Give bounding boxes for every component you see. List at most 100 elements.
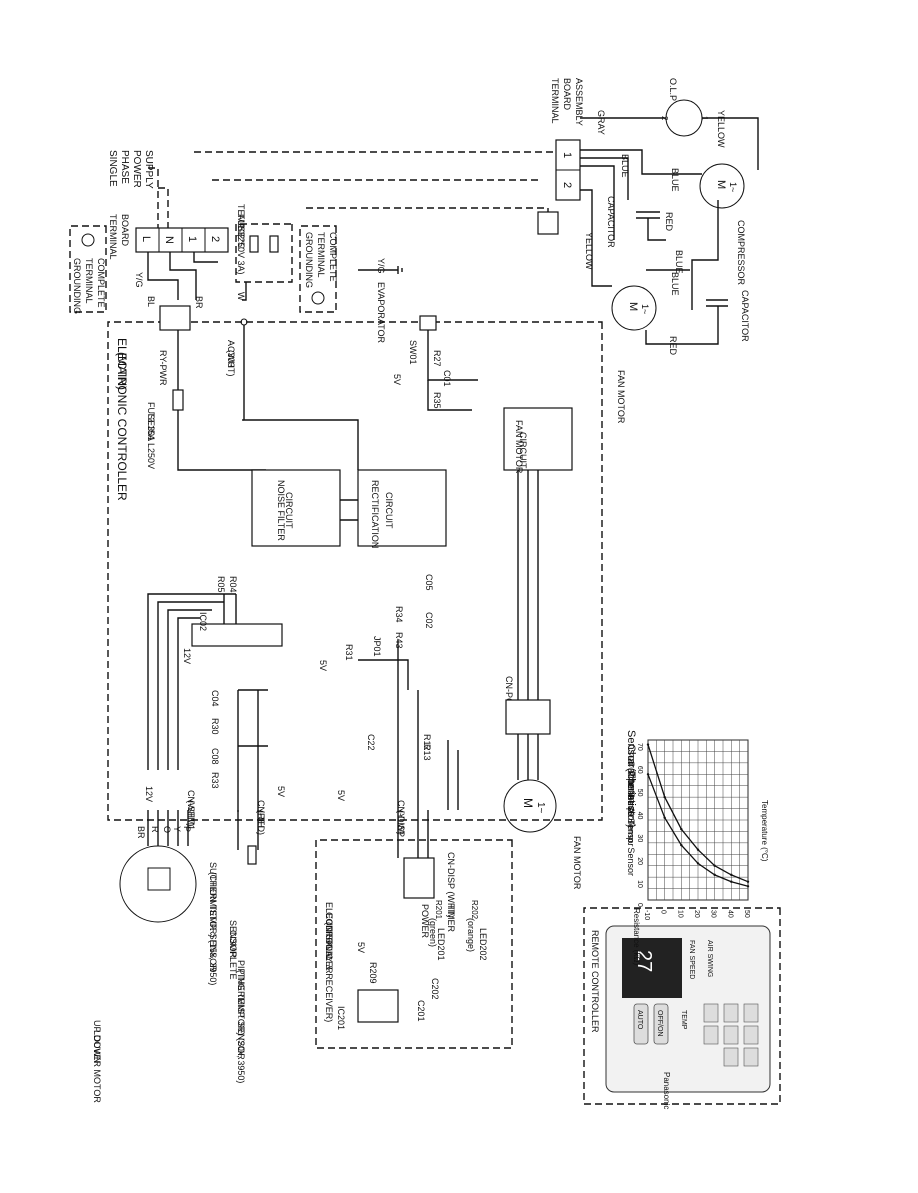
r13-label: R13 bbox=[422, 744, 432, 761]
piping-label-2: (THERMISTOR) (20k, 3950) bbox=[236, 970, 246, 1083]
timer-label: TIMER bbox=[446, 904, 456, 932]
compressor-motor bbox=[699, 163, 745, 209]
ic02-12v: 12V bbox=[182, 648, 192, 664]
indoor-fan-1tilde: 1~ bbox=[535, 802, 546, 814]
power-supply-area: SINGLE PHASE POWER SUPPLY L N 1 2 TERMIN… bbox=[107, 150, 564, 309]
cn-stm1-12v: 12V bbox=[144, 786, 154, 802]
evap-yg: Y/G bbox=[376, 258, 386, 274]
term-l: L bbox=[140, 236, 152, 242]
grounding-right-label-2: TERMINAL bbox=[316, 232, 326, 278]
louver-label-1: UP DOWN bbox=[92, 1020, 102, 1063]
fuse-rating: T3.15A L250V bbox=[146, 412, 156, 469]
x-tick-label: 20 bbox=[693, 910, 700, 918]
noise-filter-circuit bbox=[251, 469, 341, 547]
rectification-circuit bbox=[357, 469, 447, 547]
series-point bbox=[730, 880, 733, 883]
timer-orange: (orange) bbox=[466, 918, 476, 952]
supply-label-3: POWER bbox=[131, 150, 142, 188]
temp-fuse-label-2: FUSE bbox=[236, 214, 246, 238]
led201-label: LED201 bbox=[436, 928, 446, 961]
cn-disp-ylw: (YLW) bbox=[396, 810, 406, 835]
wire-r: R bbox=[150, 826, 160, 833]
chart-ylabel: Resistance (kΩ) bbox=[632, 908, 641, 965]
x-tick-label: -10 bbox=[643, 910, 650, 920]
lead-bl: BL bbox=[146, 296, 156, 307]
compressor-label: COMPRESSOR bbox=[736, 220, 746, 286]
y-tick-label: 70 bbox=[636, 743, 643, 751]
rect-label-1: RECTIFICATION bbox=[370, 480, 380, 548]
grounding-right-label-3: COMPLETE bbox=[328, 232, 338, 282]
display-title-2: CONTROLLER bbox=[324, 912, 334, 974]
led202-label: LED202 bbox=[478, 928, 488, 961]
remote-air-swing: AIR SWING bbox=[706, 940, 713, 977]
r30-label: R30 bbox=[210, 718, 220, 735]
tba-2: 2 bbox=[561, 182, 573, 188]
ic02 bbox=[191, 623, 283, 647]
ic201 bbox=[357, 989, 399, 1023]
series-point bbox=[680, 827, 683, 831]
temp-fuse-element bbox=[249, 235, 259, 253]
series-point bbox=[696, 862, 700, 865]
c202-label: C202 bbox=[430, 978, 440, 1000]
supply-label-2: PHASE bbox=[119, 150, 130, 184]
noise-label-2: CIRCUIT bbox=[284, 492, 294, 529]
rect-label-2: CIRCUIT bbox=[384, 492, 394, 529]
power-label: POWER bbox=[420, 904, 430, 939]
x-tick-label: 0 bbox=[660, 910, 667, 914]
temp-fuse-label-1: TEMP. bbox=[236, 204, 246, 230]
sensor-characteristics-chart: Sensor (Thermistor) Characteristics ① Pi… bbox=[625, 730, 769, 965]
left-components: UP DOWN LOUVER MOTOR BR R O Y P SUCTION … bbox=[92, 810, 259, 1103]
grounding-terminal-right: GROUNDING TERMINAL COMPLETE Y/G EVAPORAT… bbox=[299, 207, 559, 344]
r43-label: R43 bbox=[394, 632, 404, 649]
c05-label: C05 bbox=[424, 574, 434, 591]
display-5v: 5V bbox=[356, 942, 366, 953]
series-point bbox=[713, 864, 716, 867]
r05-label: R05 bbox=[216, 576, 226, 593]
lead-br: BR bbox=[194, 296, 204, 309]
main-controller-boundary bbox=[107, 321, 603, 821]
y-tick-label: 10 bbox=[636, 880, 643, 888]
fuse301 bbox=[172, 389, 184, 411]
display-controller: ELECTRONIC CONTROLLER (DISPLAY & RECEIVE… bbox=[315, 810, 513, 1049]
remote-title: REMOTE CONTROLLER bbox=[590, 930, 600, 1033]
red-2: RED bbox=[668, 336, 678, 356]
temp-fuse-label-3: 102°C bbox=[236, 224, 246, 250]
suction-label-2: (THERMISTOR) (15k, 3950) bbox=[208, 872, 218, 985]
louver-label-2: LOUVER MOTOR bbox=[92, 1030, 102, 1103]
series-point bbox=[663, 795, 666, 799]
ground-terminal-icon bbox=[537, 211, 559, 235]
outdoor-section: 1 2 TERMINAL BOARD ASSEMBLY O.L.P 2 1 GR… bbox=[550, 78, 759, 424]
remote-fan-speed: FAN SPEED bbox=[688, 940, 695, 979]
cn-pcfm-label: CN-PCFM bbox=[504, 676, 514, 718]
x-tick-label: 10 bbox=[676, 910, 683, 918]
series-point bbox=[713, 873, 716, 877]
piping-label-1: PIPING TEMP. SENSOR bbox=[236, 960, 246, 1060]
outdoor-fan-motor-label: FAN MOTOR bbox=[616, 370, 626, 424]
suction-thermistor bbox=[247, 845, 257, 865]
series-point bbox=[746, 880, 750, 883]
wire-br: BR bbox=[136, 826, 146, 839]
cn-th-red: (RED) bbox=[256, 810, 266, 835]
remote-temp: 27 bbox=[633, 950, 655, 972]
cn-disp-label: CN-DISP bbox=[396, 800, 406, 837]
ac303-label: AC303 bbox=[226, 340, 236, 368]
series-point bbox=[730, 873, 733, 877]
display-title-3: (DISPLAY & RECEIVER) bbox=[324, 922, 334, 1022]
tba-label-3: ASSEMBLY bbox=[574, 78, 584, 126]
series-point bbox=[646, 743, 650, 746]
cn-th-label: CN-TH bbox=[256, 800, 266, 828]
term-1: 1 bbox=[186, 236, 198, 242]
series-point bbox=[646, 773, 650, 776]
chart-grid bbox=[647, 739, 749, 901]
cn-pcfm-connector bbox=[505, 699, 551, 735]
x-tick-label: 40 bbox=[726, 910, 733, 918]
yellow-2: YELLOW bbox=[584, 232, 594, 270]
remote-controller-boundary bbox=[583, 907, 781, 1105]
cn-stm1-label: CN-STM1 bbox=[186, 790, 196, 830]
remote-temp-label: TEMP bbox=[680, 1010, 687, 1030]
display-connector bbox=[403, 857, 435, 899]
series-point bbox=[746, 885, 750, 888]
